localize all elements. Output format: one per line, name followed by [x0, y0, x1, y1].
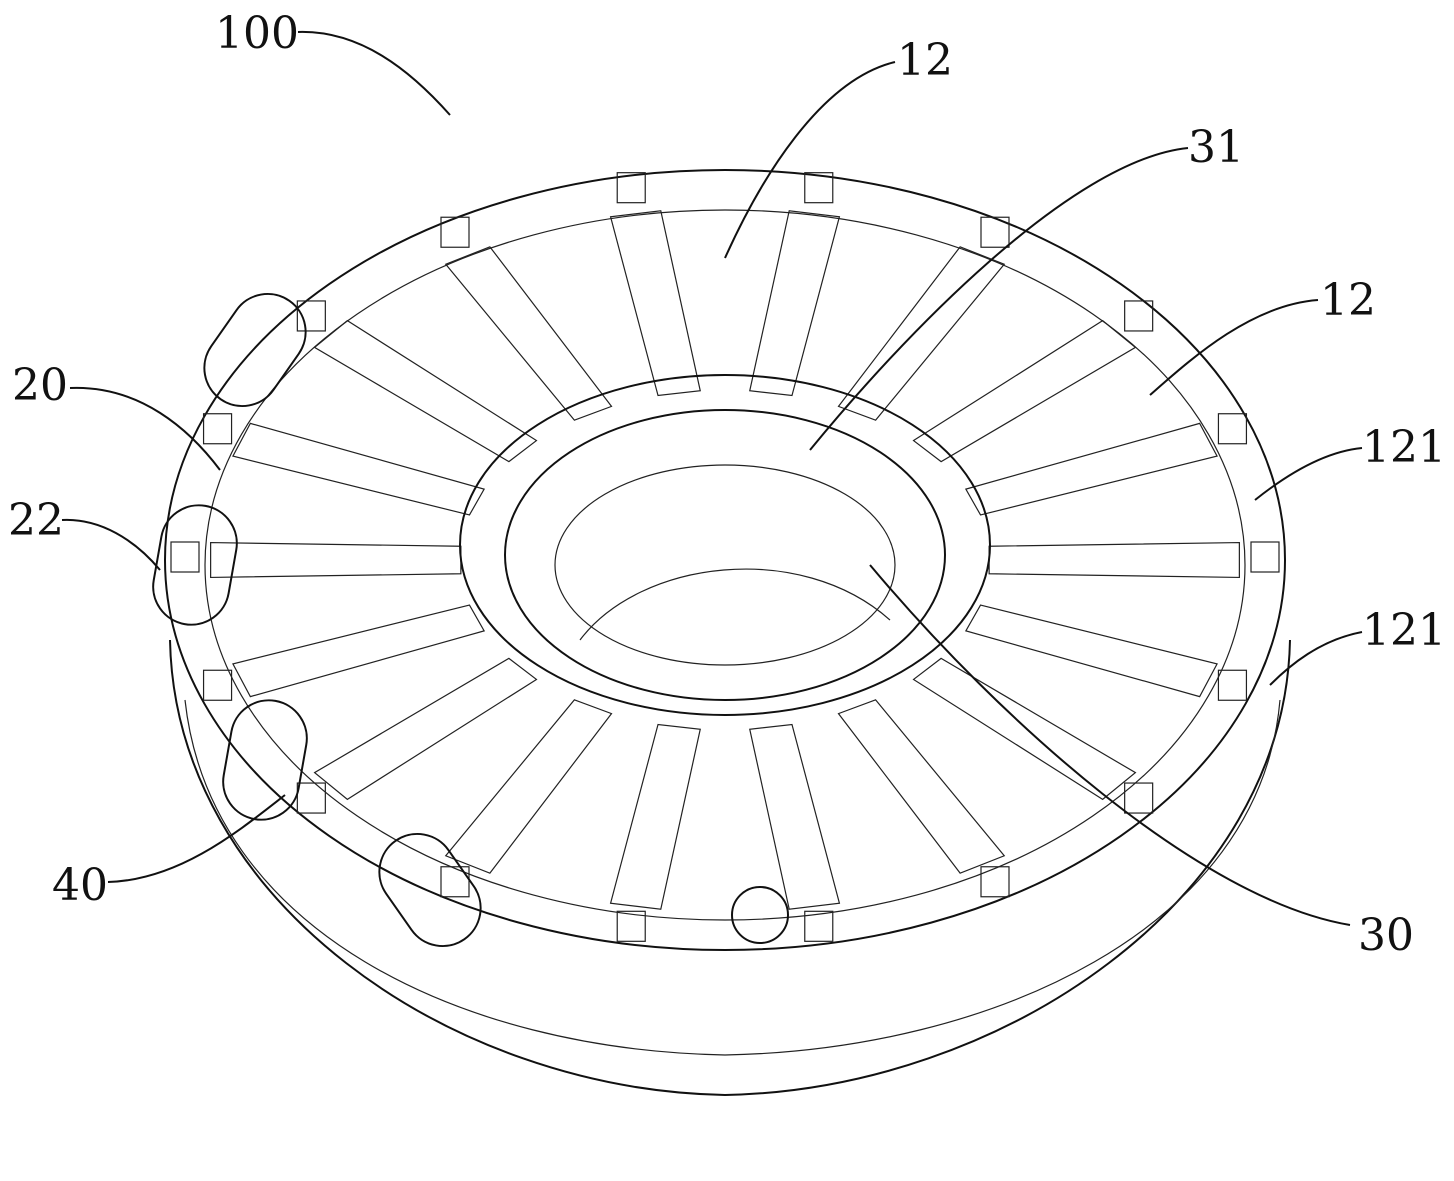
- bore-inner-edge: [555, 465, 895, 665]
- stator-lower-band: [170, 640, 1290, 1095]
- leader-line-121-lower: [1270, 632, 1362, 685]
- stator-tooth: [233, 423, 484, 515]
- tooth-tab: [204, 670, 232, 700]
- label-31: 31: [1188, 122, 1244, 173]
- stator-tooth: [838, 700, 1004, 873]
- mount-loop: [147, 499, 243, 630]
- bore-depth-line: [580, 569, 890, 640]
- tooth-tab: [441, 867, 469, 897]
- stator-tooth: [211, 543, 461, 578]
- leader-line-22: [62, 520, 160, 570]
- mount-loop: [217, 694, 313, 825]
- tooth-tab: [1218, 414, 1246, 444]
- label-22: 22: [8, 495, 64, 546]
- tooth-tab: [171, 542, 199, 572]
- tooth-tab: [1251, 542, 1279, 572]
- bore-outer-edge: [505, 410, 945, 700]
- stator-tooth: [446, 700, 612, 873]
- stator-body: [147, 170, 1290, 1095]
- stator-tooth: [838, 247, 1004, 420]
- tooth-tab: [1125, 783, 1153, 813]
- tooth-tab: [297, 783, 325, 813]
- stator-tooth: [611, 724, 701, 909]
- stator-tooth: [446, 247, 612, 420]
- outer-rim-inner: [205, 210, 1245, 920]
- label-12-top: 12: [897, 35, 953, 86]
- label-12-right: 12: [1320, 275, 1376, 326]
- stator-tooth: [750, 724, 840, 909]
- stator-tooth: [914, 658, 1136, 799]
- mount-loop: [364, 819, 495, 961]
- stator-tooth: [233, 605, 484, 697]
- stator-tooth: [315, 321, 537, 462]
- inner-hub-ring: [460, 375, 990, 715]
- leader-line-12-right: [1150, 300, 1318, 395]
- label-20: 20: [12, 360, 68, 411]
- mount-loop: [189, 279, 320, 421]
- leader-line-31: [810, 148, 1188, 450]
- stator-tooth: [966, 423, 1217, 515]
- stator-band-edge: [185, 700, 1280, 1055]
- pin-boss: [732, 887, 788, 943]
- stator-tooth: [914, 321, 1136, 462]
- label-100: 100: [215, 8, 299, 59]
- stator-tooth: [989, 543, 1239, 578]
- label-40: 40: [52, 860, 108, 911]
- tooth-tab: [204, 414, 232, 444]
- leader-line-40: [108, 795, 285, 882]
- stator-tooth: [611, 211, 701, 396]
- label-121-lower: 121: [1362, 605, 1446, 656]
- leader-line-12-top: [725, 62, 895, 258]
- tooth-tab: [981, 867, 1009, 897]
- tooth-tab: [1218, 670, 1246, 700]
- stator-tooth: [750, 211, 840, 396]
- leader-lines: [62, 32, 1362, 925]
- stator-tooth: [966, 605, 1217, 697]
- leader-line-100: [298, 32, 450, 115]
- label-30: 30: [1358, 910, 1414, 961]
- stator-tooth: [315, 658, 537, 799]
- reference-labels: 100 12 31 12 20 121 22 121 40 30: [8, 8, 1446, 961]
- outer-rim: [165, 170, 1285, 950]
- label-121-upper: 121: [1362, 422, 1446, 473]
